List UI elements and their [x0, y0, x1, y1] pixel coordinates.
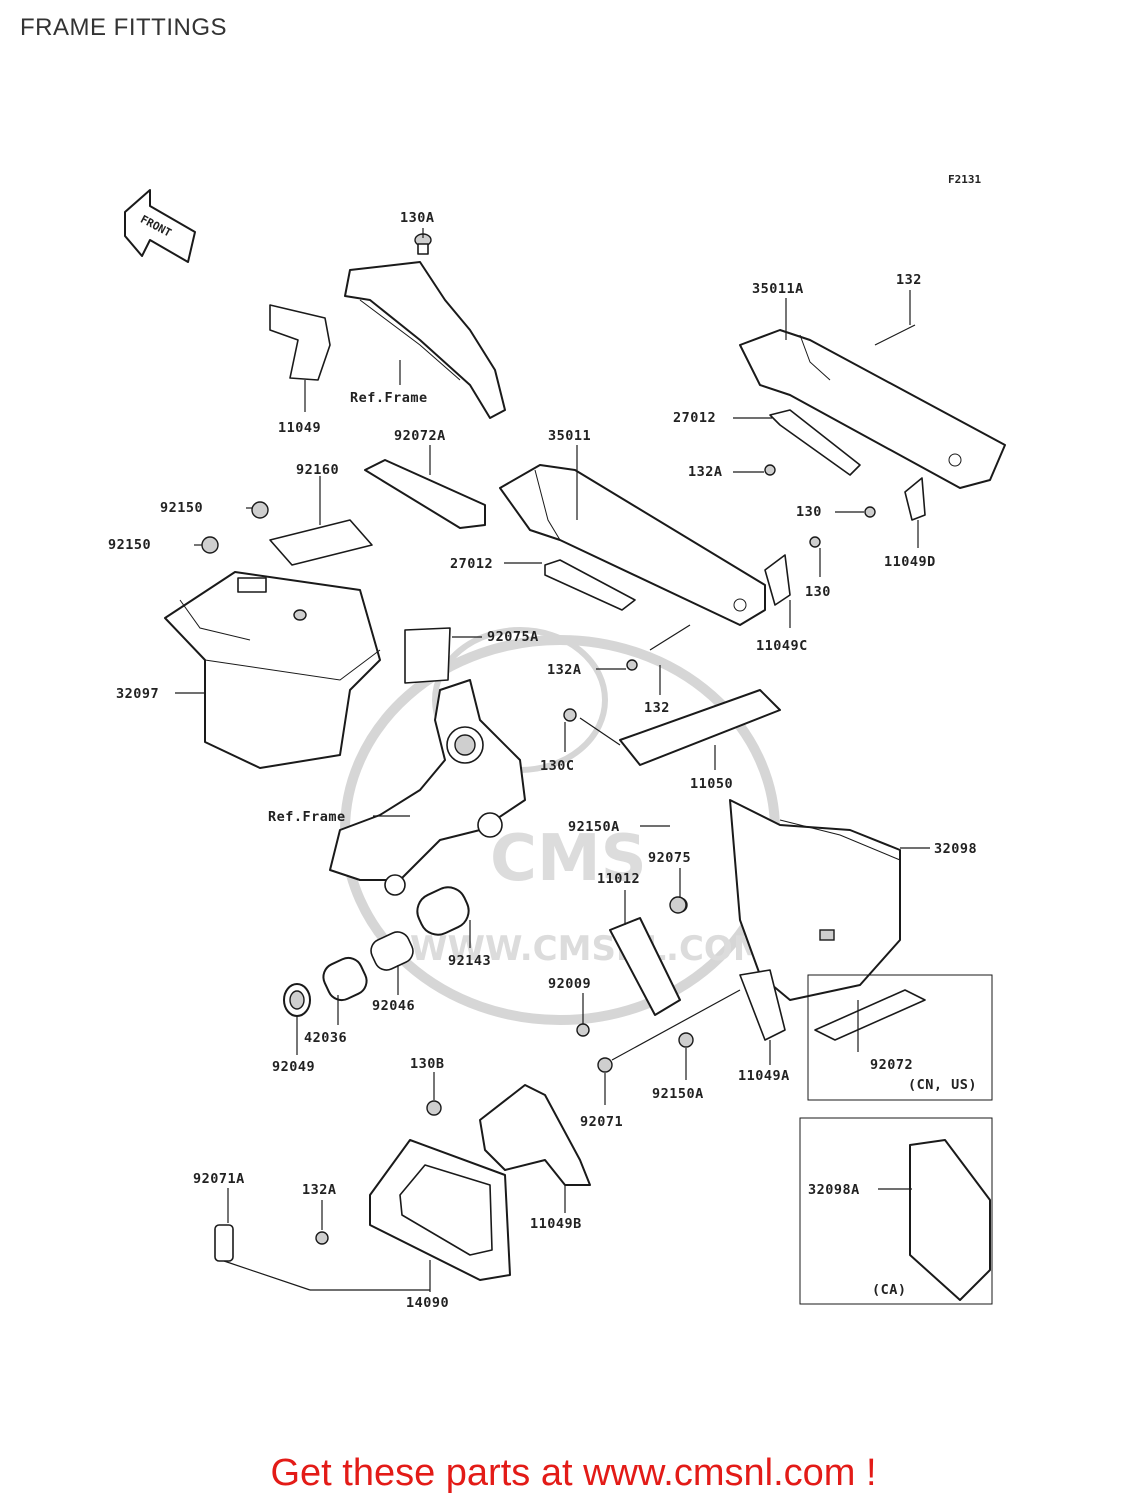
bolt-130C [563, 708, 577, 722]
label-42036: 42036 [304, 1030, 347, 1046]
bolt-132A-bot [315, 1231, 329, 1245]
grommet-92071A [214, 1224, 234, 1262]
diagram-code: F2131 [948, 173, 981, 186]
part-labels: 130A 11049 Ref.Frame 92072A 92160 92150 … [108, 210, 977, 1311]
label-92075A [404, 627, 451, 684]
label-92150-a: 92150 [160, 500, 203, 516]
label-11049D: 11049D [884, 554, 936, 570]
svg-text:CMS: CMS [490, 822, 647, 896]
label-11049A: 11049A [738, 1068, 790, 1084]
side-cover-32098A [909, 1139, 991, 1301]
strap-92072 [814, 989, 926, 1041]
label-32098: 32098 [934, 841, 977, 857]
label-35011: 35011 [548, 428, 591, 444]
nut-92071 [597, 1057, 613, 1073]
label-92072A: 92072A [394, 428, 446, 444]
label-92075A: 92075A [487, 629, 539, 645]
plate-27012-top [769, 409, 861, 476]
label-92072: 92072 [870, 1057, 913, 1073]
bracket-11050 [619, 689, 781, 766]
label-35011A: 35011A [752, 281, 804, 297]
label-92071A: 92071A [193, 1171, 245, 1187]
footer-link[interactable]: Get these parts at www.cmsnl.com ! [270, 1452, 877, 1494]
label-11050: 11050 [690, 776, 733, 792]
label-132A-top: 132A [688, 464, 723, 480]
label-92150A-top: 92150A [568, 819, 620, 835]
bracket-11049B [479, 1084, 591, 1186]
label-132-top: 132 [896, 272, 922, 288]
bolt-92150A-top [669, 896, 687, 914]
bolt-130B [426, 1100, 442, 1116]
frame-bracket-top [269, 233, 506, 419]
label-132A-mid: 132A [547, 662, 582, 678]
label-92143: 92143 [448, 953, 491, 969]
inset-cn-us [807, 974, 993, 1101]
collars [283, 886, 470, 1017]
label-11049B: 11049B [530, 1216, 582, 1232]
label-cn-us: (CN, US) [908, 1077, 977, 1093]
strap-92072A [364, 459, 486, 529]
label-ref-frame-top: Ref.Frame [350, 390, 428, 406]
bolt-92009 [576, 1023, 590, 1037]
label-14090: 14090 [406, 1295, 449, 1311]
label-130A: 130A [400, 210, 435, 226]
chain-cover-35011 [499, 464, 766, 626]
label-130B: 130B [410, 1056, 445, 1072]
label-92071: 92071 [580, 1114, 623, 1130]
label-132A-bot: 132A [302, 1182, 337, 1198]
label-11049C: 11049C [756, 638, 808, 654]
label-32098A: 32098A [808, 1182, 860, 1198]
label-92046: 92046 [372, 998, 415, 1014]
bolt-92150-b [201, 536, 219, 554]
plate-27012-mid [544, 559, 636, 611]
frame-center [329, 679, 526, 896]
bolt-92150A-bot [678, 1032, 694, 1048]
label-92049: 92049 [272, 1059, 315, 1075]
label-92075: 92075 [648, 850, 691, 866]
label-11049: 11049 [278, 420, 321, 436]
leader-lines [175, 228, 930, 1292]
chain-cover-35011A [739, 329, 1006, 489]
bolt-132-top [874, 324, 916, 346]
bracket-11049D [904, 477, 926, 521]
label-92160: 92160 [296, 462, 339, 478]
bracket-11049A [739, 969, 786, 1041]
label-130-a: 130 [796, 504, 822, 520]
bolt-92150-a [251, 501, 269, 519]
label-130C: 130C [540, 758, 575, 774]
bracket-11049C [764, 554, 791, 606]
grommet-11012 [609, 917, 681, 1016]
label-92009: 92009 [548, 976, 591, 992]
label-27012-top: 27012 [673, 410, 716, 426]
label-32097: 32097 [116, 686, 159, 702]
front-arrow-icon: FRONT [124, 189, 196, 263]
label-ca: (CA) [872, 1282, 907, 1298]
box-14090 [369, 1139, 511, 1281]
label-130-b: 130 [805, 584, 831, 600]
label-92150-b: 92150 [108, 537, 151, 553]
bolt-132-mid [649, 624, 691, 651]
label-132-mid: 132 [644, 700, 670, 716]
parts-diagram: CMS WWW.CMSNL.COM F2131 FRONT [108, 173, 1006, 1311]
label-27012-mid: 27012 [450, 556, 493, 572]
page-title: FRAME FITTINGS [20, 14, 227, 41]
pad-92160 [269, 519, 373, 566]
battery-case-32097 [164, 571, 381, 769]
inset-ca [799, 1117, 993, 1305]
label-ref-frame-mid: Ref.Frame [268, 809, 346, 825]
label-11012: 11012 [597, 871, 640, 887]
label-92150A-bot: 92150A [652, 1086, 704, 1102]
side-cover-32098 [729, 799, 901, 1001]
